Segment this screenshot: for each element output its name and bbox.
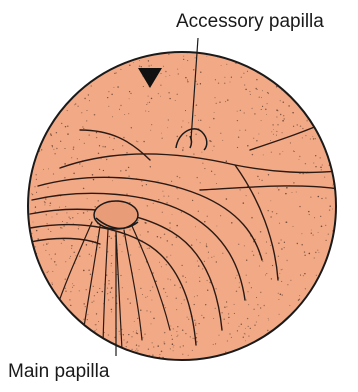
endoscopic-field xyxy=(28,52,336,360)
main-papilla-label: Main papilla xyxy=(8,362,109,381)
accessory-papilla-label: Accessory papilla xyxy=(176,12,324,31)
